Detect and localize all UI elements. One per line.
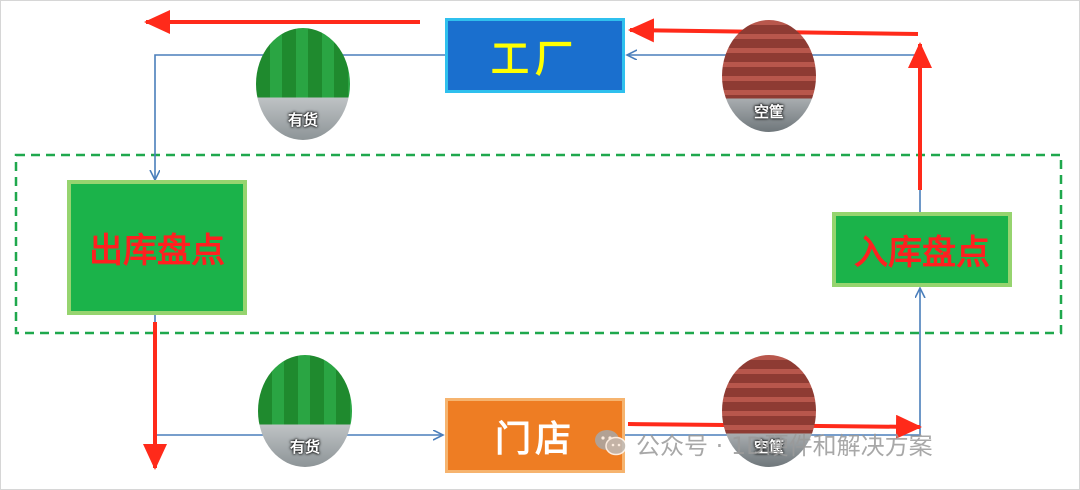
empty-crate-label: 空筐	[753, 438, 784, 456]
inbound-count-node: 入库盘点	[832, 212, 1012, 287]
empty-crate-image-bottom: 空筐	[722, 355, 816, 467]
loaded-pallet-label: 有货	[289, 438, 320, 456]
loaded-pallet-image-top: 有货	[256, 28, 350, 140]
outbound-count-node: 出库盘点	[67, 180, 247, 315]
loaded-pallet-image-bottom: 有货	[258, 355, 352, 467]
counting-zone	[14, 153, 1063, 335]
store-node: 门店	[445, 398, 625, 473]
loaded-pallet-label: 有货	[287, 111, 318, 129]
connector-factory-to-outbound	[155, 54, 445, 180]
wechat-icon	[595, 430, 627, 456]
factory-node: 工厂	[445, 18, 625, 93]
empty-crate-image-top: 空筐	[722, 20, 816, 132]
watermark: 公众号 · 1D硬件和解决方案	[594, 425, 933, 461]
watermark-text: 公众号 · 1D硬件和解决方案	[636, 431, 933, 460]
empty-crate-label: 空筐	[753, 103, 784, 121]
